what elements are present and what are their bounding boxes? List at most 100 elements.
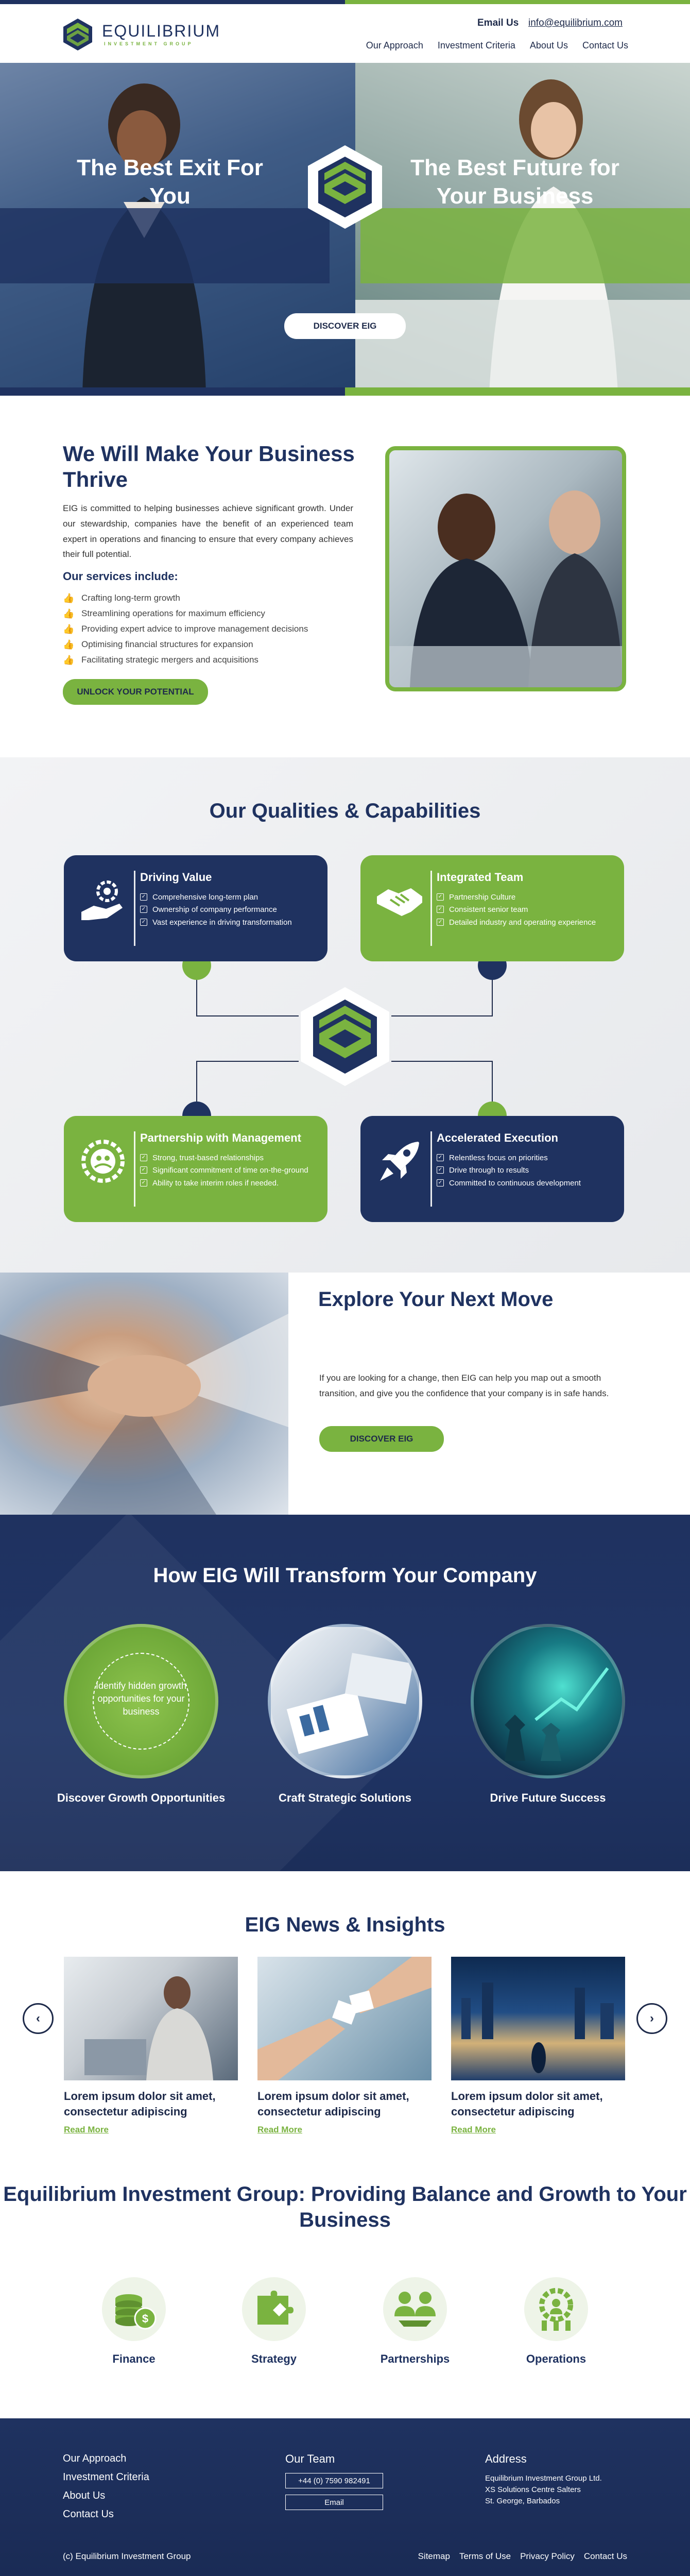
check-icon: ✓ <box>140 1179 147 1187</box>
gear-team-icon <box>524 2277 588 2341</box>
dashed-ring <box>93 1653 189 1750</box>
card-item-text: Ownership of company performance <box>152 905 277 914</box>
list-item: ✓Comprehensive long-term plan <box>140 892 317 903</box>
main-nav: Our Approach Investment Criteria About U… <box>340 40 628 51</box>
nav-investment-criteria[interactable]: Investment Criteria <box>437 40 515 50</box>
strategy-photo-circle <box>268 1624 422 1778</box>
card-divider <box>430 871 432 946</box>
card-title: Driving Value <box>140 871 212 884</box>
card-item-text: Vast experience in driving transformatio… <box>152 918 292 927</box>
list-item: ✓ Significant commitment of time on-the-g… <box>140 1165 317 1176</box>
nav-about-us[interactable]: About Us <box>529 40 568 50</box>
hero-discover-button[interactable]: DISCOVER EIG <box>284 313 406 339</box>
top-accent-bar <box>0 0 690 4</box>
meeting-photo <box>385 446 626 691</box>
hero-left-band <box>0 208 330 283</box>
address-line: XS Solutions Centre Salters <box>485 2485 581 2494</box>
list-item: ✓Committed to continuous development <box>437 1178 614 1189</box>
check-icon: ✓ <box>140 906 147 913</box>
footer-link-our-approach[interactable]: Our Approach <box>63 2453 127 2464</box>
news-image[interactable] <box>257 1957 432 2080</box>
svg-text:$: $ <box>142 2312 148 2325</box>
feature-partnerships: Partnerships <box>374 2277 456 2366</box>
sitemap-link[interactable]: Sitemap <box>418 2551 450 2561</box>
footer-team: Our Team +44 (0) 7590 982491 Email <box>285 2452 383 2510</box>
card-item-text: Significant commitment of time on-the-gr… <box>152 1166 308 1175</box>
hero-right-band <box>360 208 690 283</box>
footer-link-about-us[interactable]: About Us <box>63 2490 106 2501</box>
services-list: 👍Crafting long-term growth 👍Streamlining… <box>63 590 372 668</box>
check-icon: ✓ <box>140 893 147 901</box>
feature-label: Partnerships <box>380 2352 450 2365</box>
card-title: Accelerated Execution <box>437 1131 558 1144</box>
card-divider <box>134 871 135 946</box>
balance-title: Equilibrium Investment Group: Providing … <box>3 2183 687 2231</box>
hero-bottom-bar <box>0 387 690 396</box>
service-text: Facilitating strategic mergers and acqui… <box>81 655 258 665</box>
card-item-text: Consistent senior team <box>449 905 528 914</box>
footer-link-investment-criteria[interactable]: Investment Criteria <box>63 2471 149 2483</box>
rocket-icon <box>380 1142 419 1181</box>
contact-link[interactable]: Contact Us <box>583 2551 627 2561</box>
hero-logo-badge-icon <box>308 145 382 229</box>
card-item-text: Partnership Culture <box>449 893 516 902</box>
logo-hexagon-icon[interactable] <box>62 18 94 52</box>
handshake-icon <box>377 888 422 916</box>
privacy-link[interactable]: Privacy Policy <box>520 2551 575 2561</box>
nav-our-approach[interactable]: Our Approach <box>366 40 423 50</box>
check-icon: ✓ <box>437 1154 444 1161</box>
hero-banner <box>0 63 690 393</box>
nav-contact-us[interactable]: Contact Us <box>582 40 628 50</box>
feature-label: Operations <box>526 2352 586 2365</box>
growth-circle: Identify hidden growth opportunities for… <box>64 1624 218 1778</box>
footer-team-title: Our Team <box>285 2452 335 2465</box>
list-item: ✓Partnership Culture <box>437 892 614 903</box>
card-divider <box>430 1131 432 1207</box>
read-more-link[interactable]: Read More <box>257 2125 302 2134</box>
carousel-prev-button[interactable]: ‹ <box>23 2003 54 2034</box>
list-item: ✓Relentless focus on priorities <box>437 1153 614 1163</box>
phone-button[interactable]: +44 (0) 7590 982491 <box>285 2473 383 2488</box>
card-item-text: Committed to continuous development <box>449 1178 581 1188</box>
email-link[interactable]: info@equilibrium.com <box>528 18 623 28</box>
check-icon: ✓ <box>140 918 147 926</box>
services-title: Our services include: <box>63 570 178 583</box>
list-item: 👍 Providing expert advice to improve mana… <box>63 621 372 637</box>
news-image[interactable] <box>451 1957 625 2080</box>
read-more-link[interactable]: Read More <box>451 2125 496 2134</box>
intro-title: We Will Make Your Business Thrive <box>63 442 355 492</box>
address-line: Equilibrium Investment Group Ltd. <box>485 2474 602 2483</box>
footer-link-contact-us[interactable]: Contact Us <box>63 2509 114 2520</box>
terms-link[interactable]: Terms of Use <box>459 2551 511 2561</box>
footer-bottom-links: Sitemap Terms of Use Privacy Policy Cont… <box>407 2551 627 2562</box>
email-button[interactable]: Email <box>285 2495 383 2510</box>
news-post-title[interactable]: Lorem ipsum dolor sit amet, consectetur … <box>64 2090 216 2118</box>
check-icon: ✓ <box>140 1166 147 1174</box>
quality-card-partnership: Partnership with Management ✓Strong, tru… <box>64 1116 327 1222</box>
unlock-potential-button[interactable]: UNLOCK YOUR POTENTIAL <box>63 679 208 705</box>
transform-label: Discover Growth Opportunities <box>57 1791 226 1804</box>
puzzle-icon <box>242 2277 306 2341</box>
hero-left-title: The Best Exit For You <box>77 155 263 209</box>
quality-card-integrated-team: Integrated Team ✓Partnership Culture ✓Co… <box>360 855 624 961</box>
service-text: Providing expert advice to improve manag… <box>81 624 308 634</box>
feature-label: Finance <box>112 2352 156 2365</box>
gear-people-icon <box>81 1140 125 1183</box>
explore-discover-button[interactable]: DISCOVER EIG <box>319 1426 444 1452</box>
growth-circle-text: Identify hidden growth opportunities for… <box>95 1681 187 1717</box>
center-logo-badge-icon <box>301 987 389 1086</box>
brand-subtitle: INVESTMENT GROUP <box>104 41 194 46</box>
brand-name: EQUILIBRIUM <box>102 22 221 40</box>
news-image[interactable] <box>64 1957 238 2080</box>
chess-photo-circle <box>471 1624 625 1778</box>
feature-label: Strategy <box>251 2352 297 2365</box>
thumbs-up-icon: 👍 <box>63 624 75 634</box>
news-post-title[interactable]: Lorem ipsum dolor sit amet, consectetur … <box>257 2090 409 2118</box>
read-more-link[interactable]: Read More <box>64 2125 109 2134</box>
transform-label: Craft Strategic Solutions <box>279 1791 411 1804</box>
news-post-title[interactable]: Lorem ipsum dolor sit amet, consectetur … <box>451 2090 603 2118</box>
list-item: ✓Drive through to results <box>437 1165 614 1176</box>
carousel-next-button[interactable]: › <box>636 2003 667 2034</box>
card-item-text: Detailed industry and operating experien… <box>449 918 596 927</box>
service-text: Optimising financial structures for expa… <box>81 639 253 649</box>
